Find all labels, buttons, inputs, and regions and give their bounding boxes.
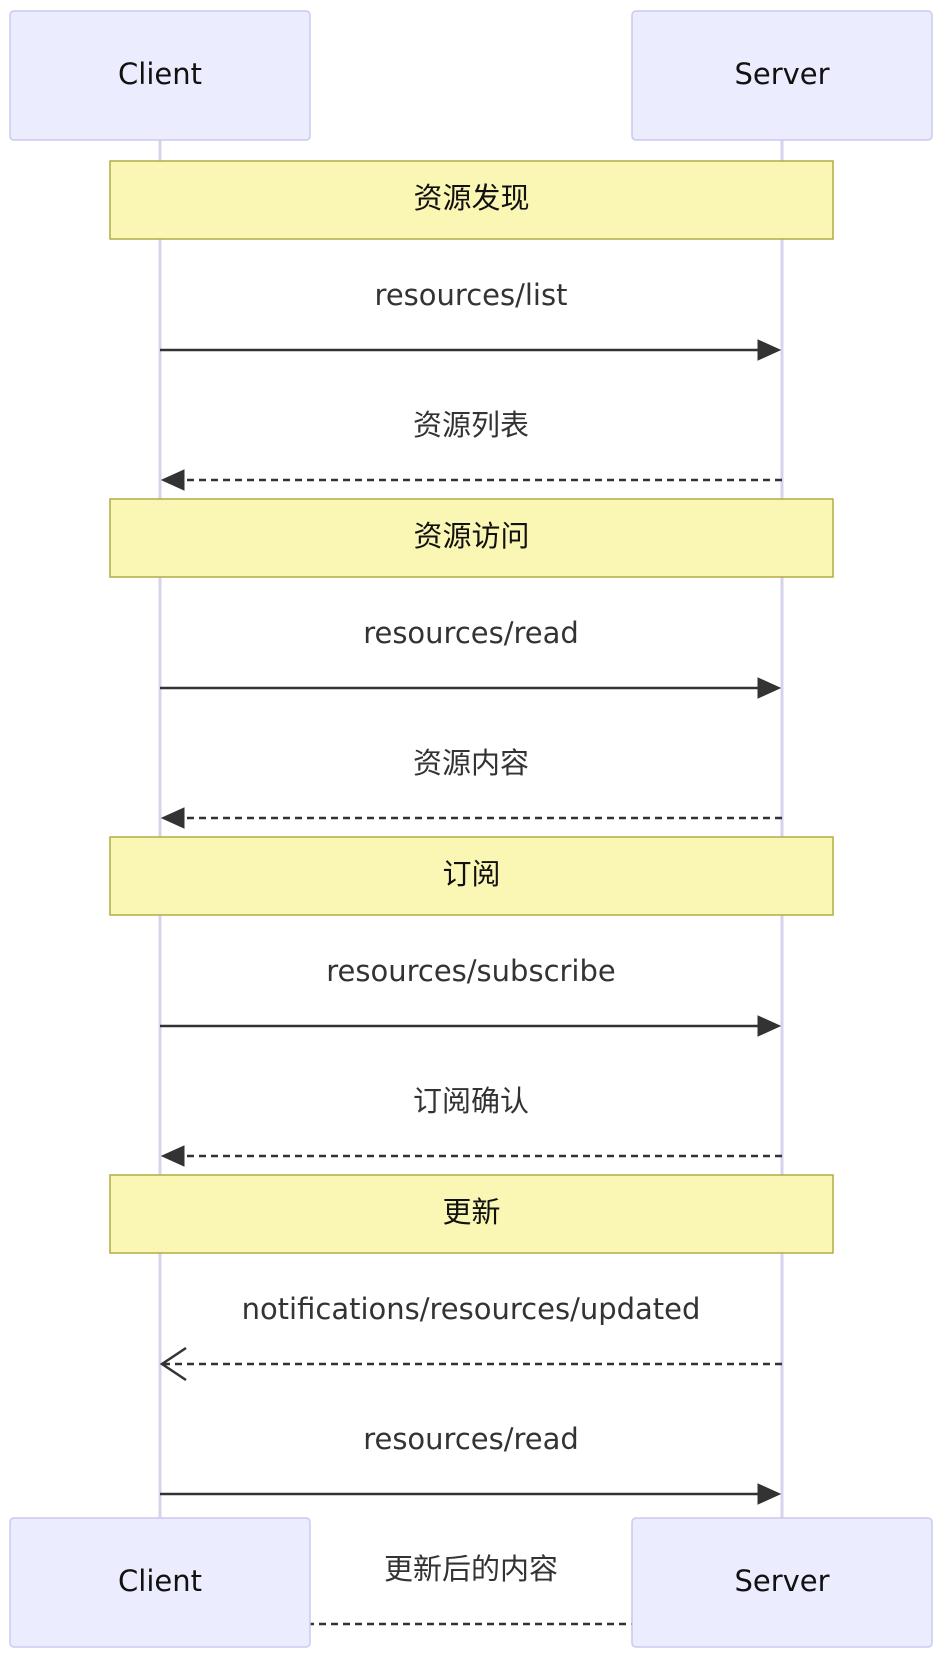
arrowhead-icon bbox=[757, 1483, 782, 1505]
note-box: 资源发现 bbox=[109, 160, 834, 240]
arrowhead-icon bbox=[757, 339, 782, 361]
message-arrow: resources/read bbox=[160, 1422, 782, 1505]
note-box: 资源访问 bbox=[109, 498, 834, 578]
message-label: 资源内容 bbox=[413, 746, 529, 780]
server-label: Server bbox=[734, 57, 829, 91]
message-label: resources/read bbox=[363, 616, 579, 650]
server-label: Server bbox=[734, 1564, 829, 1598]
server-participant-bottom: Server bbox=[631, 1517, 933, 1648]
client-label: Client bbox=[118, 1564, 202, 1598]
message-label: 资源列表 bbox=[413, 408, 529, 442]
open-arrowhead-icon bbox=[159, 1346, 187, 1382]
message-label: resources/list bbox=[375, 278, 568, 312]
note-label: 订阅 bbox=[442, 857, 500, 891]
message-label: notifications/resources/updated bbox=[242, 1292, 701, 1326]
note-label: 资源发现 bbox=[413, 181, 529, 215]
note-box: 订阅 bbox=[109, 836, 834, 916]
message-arrow: resources/subscribe bbox=[160, 954, 782, 1037]
arrowhead-icon bbox=[757, 677, 782, 699]
message-arrow: notifications/resources/updated bbox=[159, 1292, 782, 1382]
message-arrow: resources/read bbox=[160, 616, 782, 699]
note-label: 资源访问 bbox=[413, 519, 529, 553]
arrowhead-icon bbox=[757, 1015, 782, 1037]
client-label: Client bbox=[118, 57, 202, 91]
arrowhead-icon bbox=[160, 469, 185, 491]
arrowhead-icon bbox=[160, 807, 185, 829]
note-label: 更新 bbox=[442, 1195, 500, 1229]
message-label: 更新后的内容 bbox=[384, 1552, 558, 1586]
server-participant-top: Server bbox=[631, 10, 933, 141]
message-label: resources/subscribe bbox=[326, 954, 616, 988]
client-participant-bottom: Client bbox=[9, 1517, 311, 1648]
message-label: resources/read bbox=[363, 1422, 579, 1456]
client-participant-top: Client bbox=[9, 10, 311, 141]
message-label: 订阅确认 bbox=[413, 1084, 529, 1118]
message-arrow: 资源列表 bbox=[160, 408, 782, 491]
arrowhead-icon bbox=[160, 1145, 185, 1167]
note-box: 更新 bbox=[109, 1174, 834, 1254]
message-arrow: resources/list bbox=[160, 278, 782, 361]
message-arrow: 资源内容 bbox=[160, 746, 782, 829]
message-arrow: 订阅确认 bbox=[160, 1084, 782, 1167]
